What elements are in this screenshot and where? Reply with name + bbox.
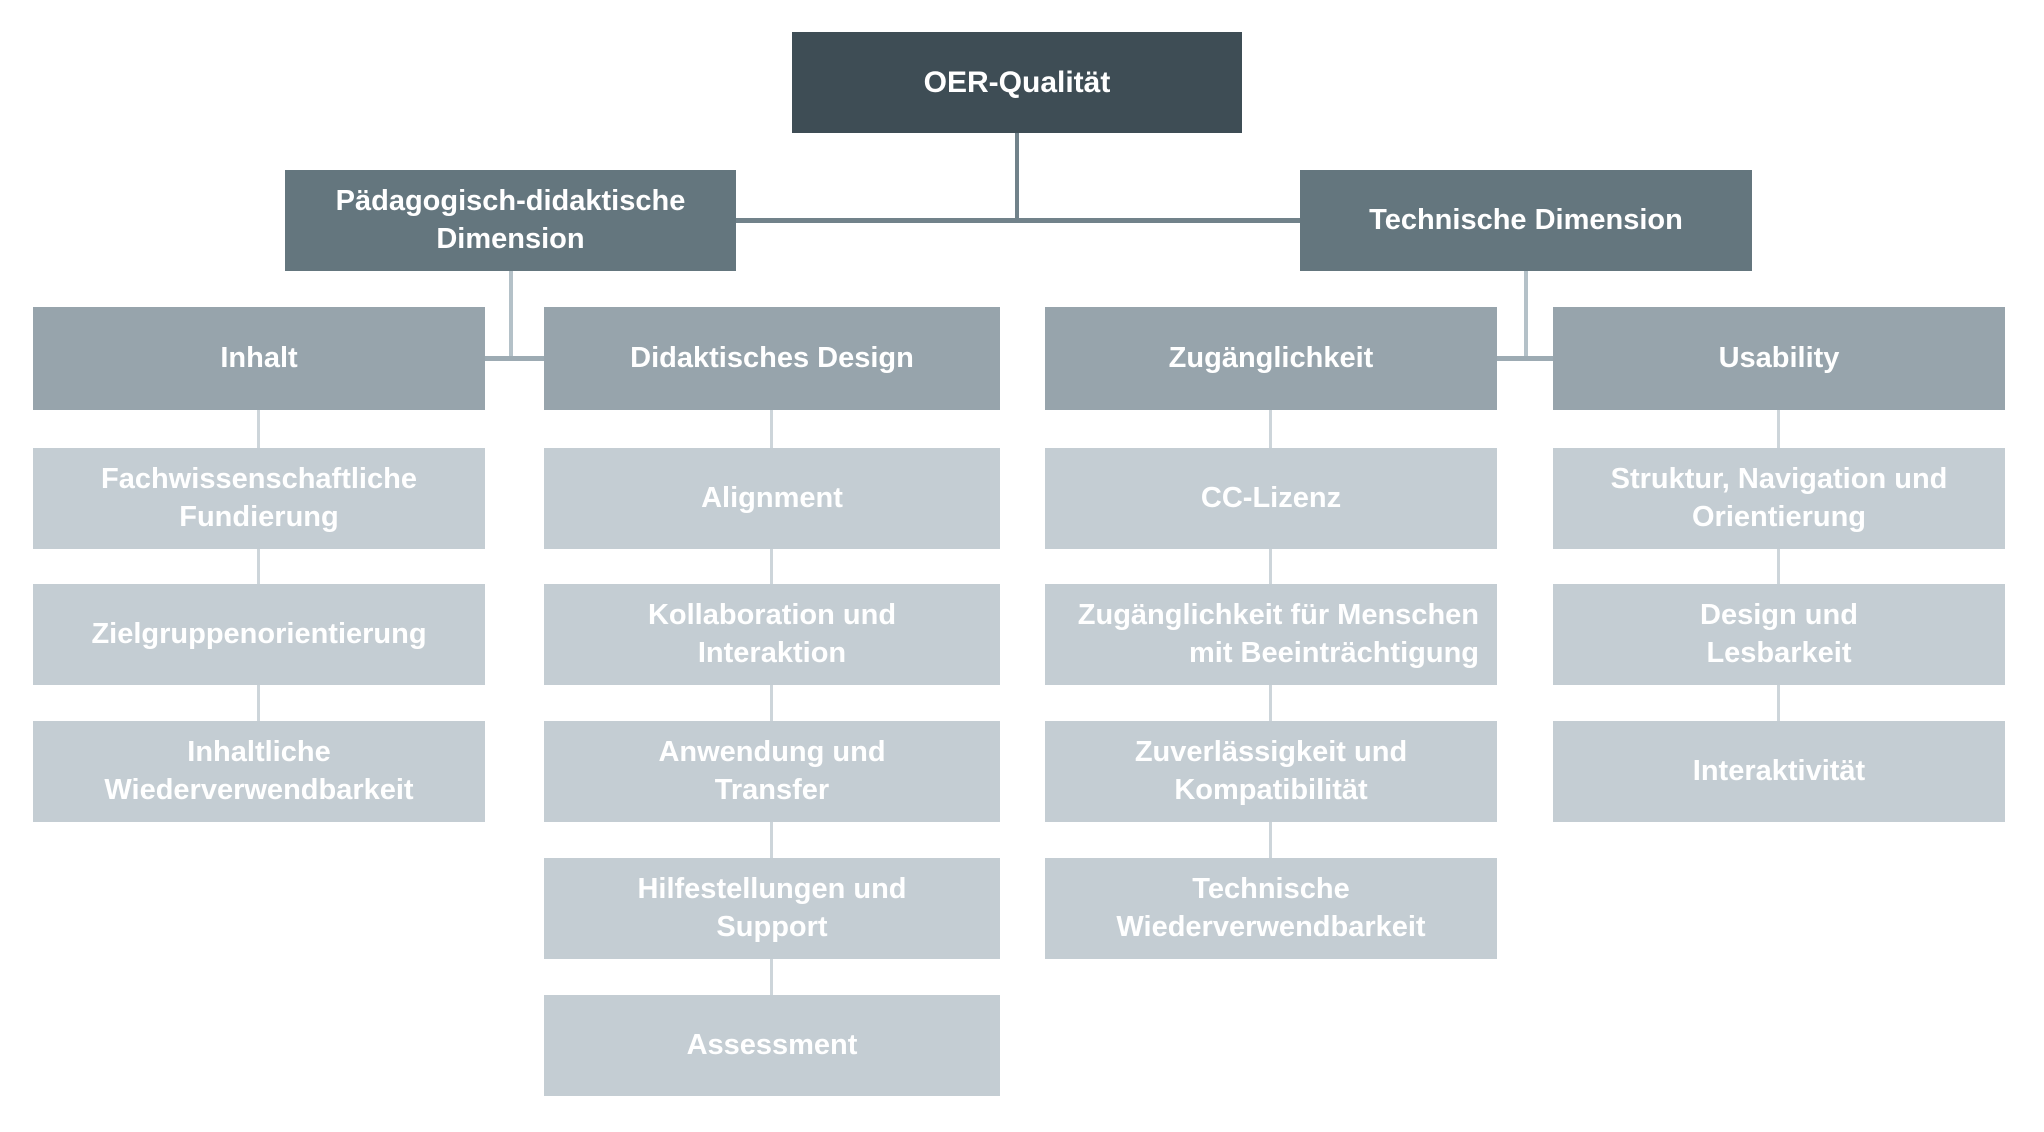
node-zugaenglichkeit-fuer-menschen-mit-beeintraechtigung: Zugänglichkeit für Menschen mit Beeinträ…	[1045, 584, 1497, 685]
node-technische-dimension: Technische Dimension	[1300, 170, 1752, 271]
node-struktur-navigation-und-orientierung: Struktur, Navigation und Orientierung	[1553, 448, 2005, 549]
connector-item1-item2-col4	[1777, 549, 1780, 584]
connector-item1-item2-col3	[1269, 549, 1272, 584]
node-zuverlaessigkeit-und-kompatibilitaet: Zuverlässigkeit und Kompatibilität	[1045, 721, 1497, 822]
connector-item1-item2-col2	[770, 549, 773, 584]
node-assessment: Assessment	[544, 995, 1000, 1096]
node-zielgruppenorientierung: Zielgruppenorientierung	[33, 584, 485, 685]
node-fachwissenschaftliche-fundierung: Fachwissenschaftliche Fundierung	[33, 448, 485, 549]
connector-zugaenglichkeit-item1	[1269, 410, 1272, 448]
connector-root-vertical	[1015, 133, 1019, 223]
node-hilfestellungen-und-support: Hilfestellungen und Support	[544, 858, 1000, 959]
node-inhaltliche-wiederverwendbarkeit: Inhaltliche Wiederverwendbarkeit	[33, 721, 485, 822]
node-paedagogisch-didaktische-dimension: Pädagogisch-didaktische Dimension	[285, 170, 736, 271]
connector-paedagogisch-vertical	[509, 271, 513, 361]
connector-item2-item3-col4	[1777, 685, 1780, 721]
connector-item1-item2-col1	[257, 549, 260, 584]
connector-zugaenglichkeit-usability-bridge	[1497, 356, 1553, 361]
node-inhalt: Inhalt	[33, 307, 485, 410]
connector-technisch-vertical	[1524, 271, 1528, 361]
node-usability: Usability	[1553, 307, 2005, 410]
connector-item4-item5-col2	[770, 959, 773, 995]
node-interaktivitaet: Interaktivität	[1553, 721, 2005, 822]
connector-inhalt-didaktisches-bridge	[485, 356, 544, 361]
connector-dimensions-horizontal	[736, 218, 1300, 223]
node-design-und-lesbarkeit: Design und Lesbarkeit	[1553, 584, 2005, 685]
node-anwendung-und-transfer: Anwendung und Transfer	[544, 721, 1000, 822]
node-oer-qualitaet: OER-Qualität	[792, 32, 1242, 133]
connector-didaktisches-item1	[770, 410, 773, 448]
node-cc-lizenz: CC-Lizenz	[1045, 448, 1497, 549]
node-zugaenglichkeit: Zugänglichkeit	[1045, 307, 1497, 410]
node-didaktisches-design: Didaktisches Design	[544, 307, 1000, 410]
connector-item3-item4-col3	[1269, 822, 1272, 858]
connector-item2-item3-col1	[257, 685, 260, 721]
node-alignment: Alignment	[544, 448, 1000, 549]
connector-item2-item3-col2	[770, 685, 773, 721]
node-technische-wiederverwendbarkeit: Technische Wiederverwendbarkeit	[1045, 858, 1497, 959]
node-kollaboration-und-interaktion: Kollaboration und Interaktion	[544, 584, 1000, 685]
connector-item2-item3-col3	[1269, 685, 1272, 721]
connector-usability-item1	[1777, 410, 1780, 448]
connector-inhalt-item1	[257, 410, 260, 448]
connector-item3-item4-col2	[770, 822, 773, 858]
